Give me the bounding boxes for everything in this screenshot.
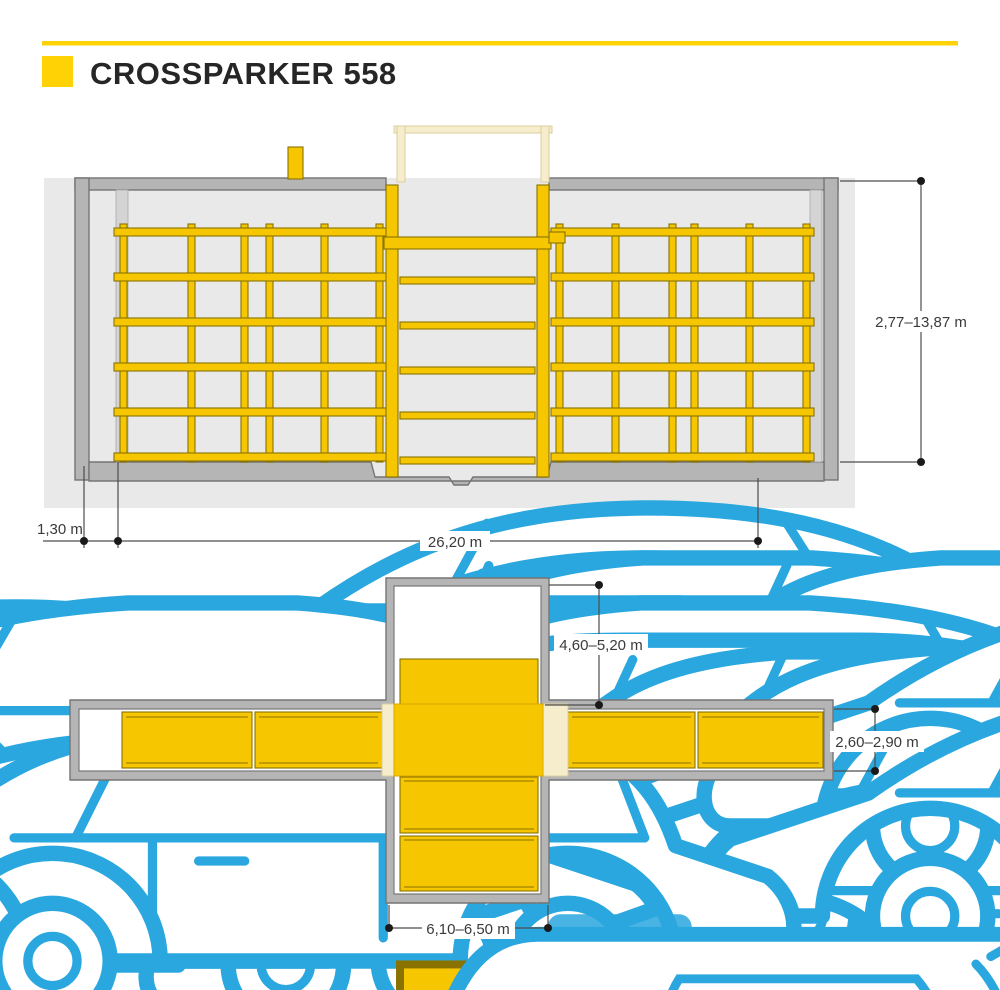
plan-bottom-arm [399,776,539,892]
page-title: CROSSPARKER 558 [90,56,397,91]
plan-center-lift [381,703,569,777]
lift-platform [393,703,544,777]
total-width-label: 26,20 m [428,534,482,551]
car-pallet [399,776,539,834]
accent-rule [42,41,958,46]
dimension-lift-width: 6,10–6,50 m [385,905,552,939]
dimension-arm-width: 2,60–2,90 m [830,705,924,775]
depth-range-label: 2,77–13,87 m [875,314,967,331]
car-pallet [121,711,253,769]
lift-guide [381,703,395,777]
header: CROSSPARKER 558 [42,41,958,91]
plan-right-arm [567,711,824,769]
dimension-depth-range: 2,77–13,87 m [840,177,970,466]
rack-posts [119,223,811,463]
car-pallet [567,711,696,769]
section-view: 2,77–13,87 m 1,30 m 26,20 m [0,125,1000,990]
car-pallet [399,835,539,892]
lift-guide [542,703,569,777]
car-pallet [697,711,824,769]
dimension-bottom: 1,30 m 26,20 m [37,462,762,551]
steel-racks [113,223,815,463]
car-top [432,925,1000,990]
bollard [287,146,304,180]
rack-rails [113,227,815,462]
arm-length-label: 4,60–5,20 m [559,637,642,654]
plan-view: 4,60–5,20 m 2,60–2,90 m 6,10–6,50 m [69,577,1000,990]
dimension-arm-length: 4,60–5,20 m [545,581,648,709]
car-pallet [254,711,383,769]
entrance-cabin [393,125,553,183]
accent-square-icon [42,56,73,87]
car-pallet [399,658,539,707]
lift-shaft [383,184,566,478]
arm-width-label: 2,60–2,90 m [835,734,918,751]
lift-platforms [399,276,536,465]
plan-top-arm [399,658,1000,990]
plan-left-arm [121,711,383,769]
lift-width-label: 6,10–6,50 m [426,921,509,938]
edge-offset-label: 1,30 m [37,521,83,538]
